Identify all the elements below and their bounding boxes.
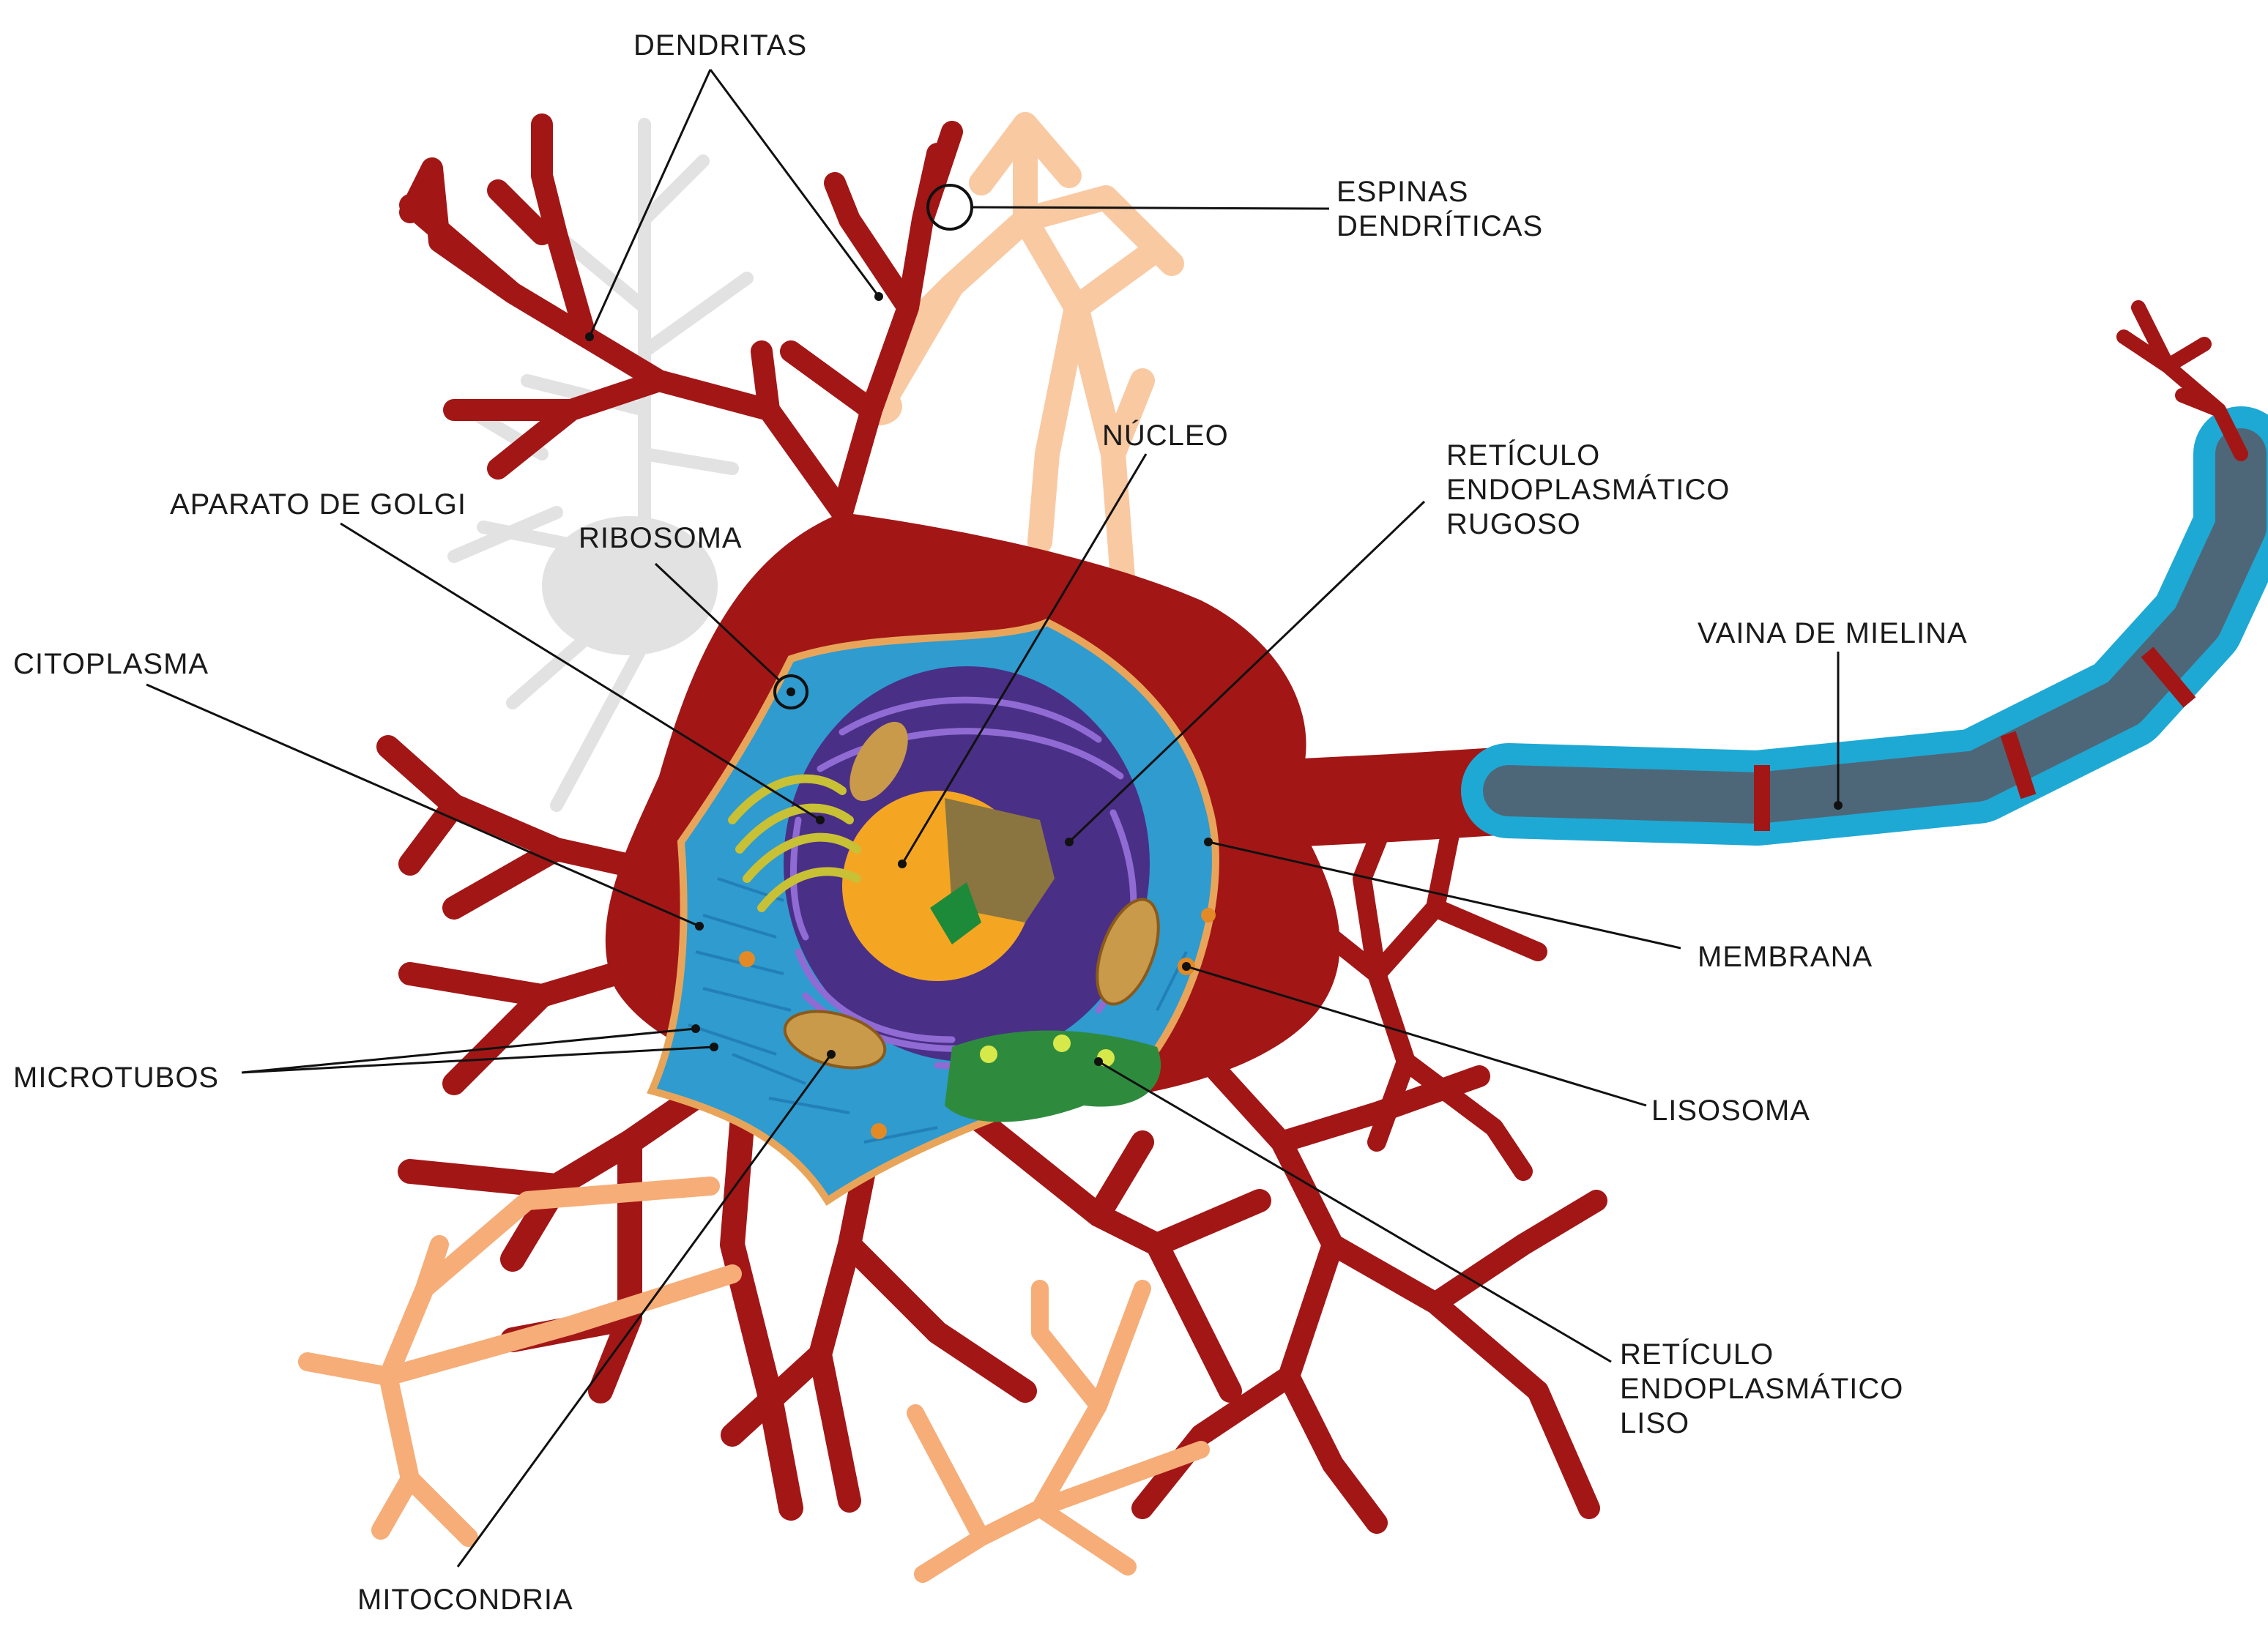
label-reticulo-liso-line2: ENDOPLASMÁTICO (1620, 1372, 1903, 1405)
nucleolus (930, 882, 981, 944)
rough-er-cisterna (795, 948, 956, 1043)
leader-espinas (971, 206, 1330, 210)
label-reticulo-liso-line1: RETÍCULO (1620, 1338, 1774, 1371)
leader-golgi (340, 522, 821, 821)
leader-dot (695, 922, 704, 931)
dendrite-upper-left (399, 113, 853, 523)
nodes-of-ranvier (1754, 646, 2196, 831)
ranvier-node (2000, 731, 2037, 799)
label-ribosoma: RIBOSOMA (579, 522, 743, 554)
label-lisosoma: LISOSOMA (1651, 1095, 1810, 1127)
dendrite-left (376, 735, 700, 1095)
lysosome (739, 951, 755, 967)
smooth-er-vesicle (980, 1045, 997, 1063)
lysosome (1201, 908, 1216, 922)
neighbor-neuron-lower (298, 1177, 1210, 1583)
ghost-neuron-body (542, 516, 718, 655)
neighbor-dendrite-lower-left (298, 1177, 742, 1547)
dendrite-upper-right (780, 121, 963, 523)
smooth-er (945, 1030, 1161, 1122)
leader-dot (1204, 838, 1213, 846)
leader-dendritas (588, 69, 880, 338)
leader-dot (585, 332, 594, 341)
neighbor-dendrite-upper (866, 112, 1184, 657)
axon-terminal (2116, 300, 2248, 461)
label-nucleo: NÚCLEO (1102, 419, 1229, 452)
leader-dot (1182, 962, 1191, 971)
leader-dot (874, 292, 883, 301)
dendrite-lower-center (721, 1086, 1271, 1513)
label-espinas-line2: DENDRÍTICAS (1336, 209, 1543, 242)
smooth-er-tubule (945, 1030, 1161, 1122)
nucleus-cutaway (945, 798, 1055, 922)
leader-reticulo-rugoso (1068, 500, 1426, 843)
label-mitocondria: MITOCONDRIA (357, 1584, 573, 1616)
label-vaina-mielina: VAINA DE MIELINA (1698, 617, 1968, 649)
mitochondria (783, 898, 1160, 1070)
label-espinas-line1: ESPINAS (1336, 176, 1468, 208)
label-microtubos: MICROTUBOS (13, 1062, 219, 1094)
leader-dot (787, 687, 795, 696)
label-reticulo-liso-line3: LISO (1620, 1407, 1689, 1439)
leader-dots (585, 292, 1843, 1066)
golgi-cisterna (743, 832, 861, 883)
golgi-apparatus (728, 774, 861, 912)
leader-nucleo (901, 453, 1148, 865)
axon (1201, 300, 2268, 849)
rough-er-cisterna (839, 696, 1102, 743)
leader-dot (898, 860, 907, 868)
dendrite-lower-right (1131, 1051, 1607, 1534)
leader-dot (816, 816, 825, 824)
leader-dot (1094, 1057, 1103, 1066)
leader-dot (1834, 801, 1843, 810)
leader-dot (827, 1050, 836, 1059)
mitochondrion (1096, 898, 1160, 1006)
neighbor-dendrite-lower-right (907, 1280, 1210, 1583)
dendrite-right (1294, 796, 1547, 1181)
leader-dot (710, 1043, 718, 1051)
rough-er-cisterna (817, 728, 1124, 780)
leader-lisosoma (1186, 965, 1647, 1107)
smooth-er-vesicle (1053, 1035, 1071, 1052)
ribosome-highlight (773, 674, 808, 709)
labels: DENDRITAS ESPINAS DENDRÍTICAS NÚCLEO RET… (13, 29, 1968, 1616)
label-reticulo-rugoso-line2: ENDOPLASMÁTICO (1446, 473, 1730, 506)
golgi-cisterna (728, 774, 847, 824)
label-aparato-golgi: APARATO DE GOLGI (170, 488, 466, 521)
golgi-cisterna (757, 867, 861, 912)
label-dendritas: DENDRITAS (633, 29, 807, 61)
leader-dot (691, 1024, 700, 1033)
leader-reticulo-liso (1098, 1060, 1612, 1363)
leader-membrana (1208, 840, 1681, 950)
mitochondrion (783, 1010, 887, 1070)
golgi-cisterna (735, 803, 854, 854)
ranvier-node (2141, 646, 2196, 708)
golgi-vesicle (849, 721, 908, 802)
leader-microtubos (241, 1027, 715, 1074)
leader-citoplasma (146, 683, 700, 928)
leader-lines (146, 69, 1840, 1568)
ranvier-node (1754, 765, 1770, 831)
lysosome (871, 1123, 887, 1139)
label-membrana: MEMBRANA (1698, 941, 1873, 973)
leader-dot (1065, 838, 1074, 846)
leader-mitocondria (456, 1054, 833, 1568)
label-citoplasma: CITOPLASMA (13, 648, 209, 680)
leader-ribosoma (654, 562, 781, 682)
label-reticulo-rugoso-line3: RUGOSO (1446, 508, 1581, 540)
label-reticulo-rugoso-line1: RETÍCULO (1446, 439, 1600, 471)
